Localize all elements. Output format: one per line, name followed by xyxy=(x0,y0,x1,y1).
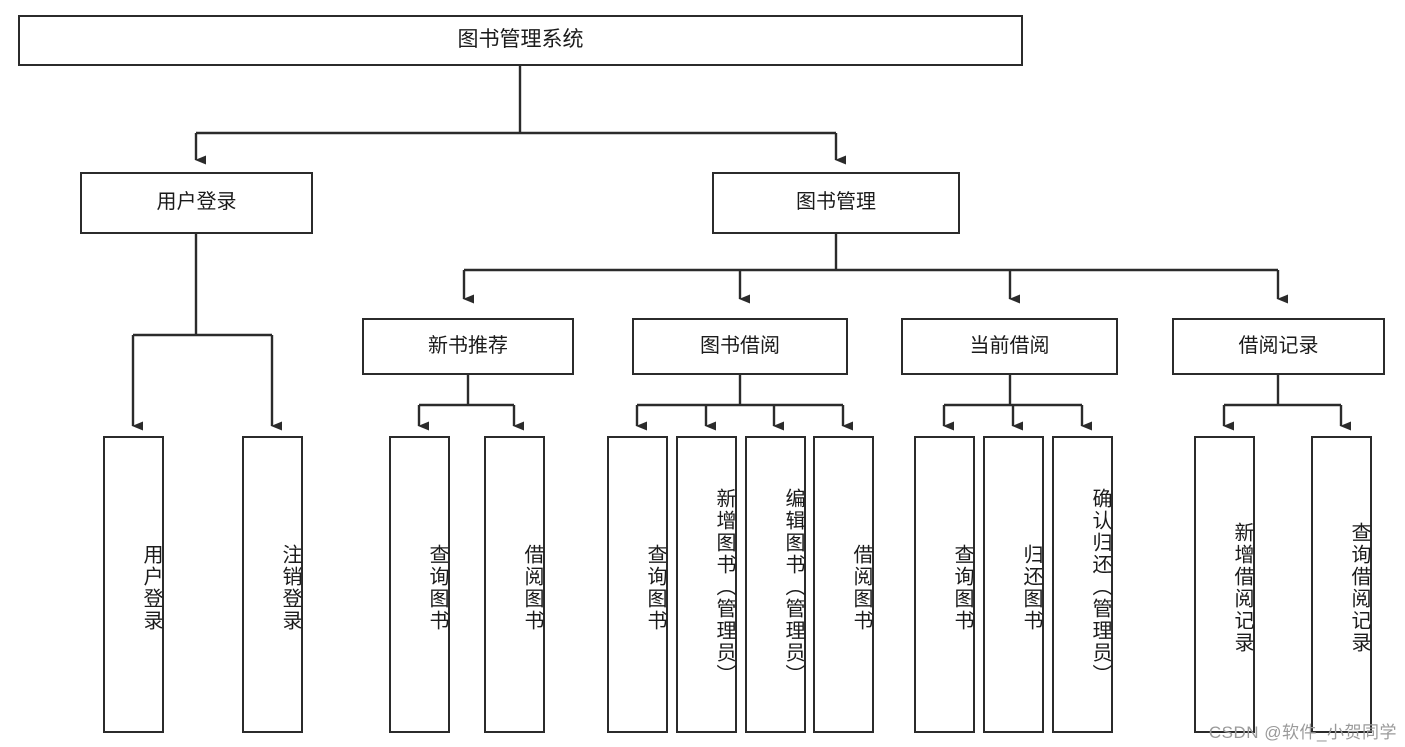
node-label: 确认归还（管理员） xyxy=(1089,487,1111,686)
node-current-borrow[interactable]: 当前借阅 xyxy=(901,318,1118,375)
node-label: 归还图书 xyxy=(1020,543,1042,632)
node-label: 注销登录 xyxy=(279,543,301,632)
node-label: 新书推荐 xyxy=(428,334,508,357)
node-label: 借阅记录 xyxy=(1238,334,1319,357)
node-label: 新增借阅记录 xyxy=(1231,521,1253,654)
leaf-query-book-current[interactable]: 查询图书 xyxy=(914,436,975,733)
node-book-borrow[interactable]: 图书借阅 xyxy=(632,318,848,375)
leaf-add-book-admin[interactable]: 新增图书（管理员） xyxy=(676,436,737,733)
node-label: 借阅图书 xyxy=(850,543,872,632)
leaf-return-book[interactable]: 归还图书 xyxy=(983,436,1044,733)
leaf-user-login[interactable]: 用户登录 xyxy=(103,436,164,733)
leaf-add-borrow-record[interactable]: 新增借阅记录 xyxy=(1194,436,1255,733)
leaf-query-book-recommend[interactable]: 查询图书 xyxy=(389,436,450,733)
node-label: 图书管理 xyxy=(796,191,876,214)
csdn-watermark: CSDN @软件_小贺同学 xyxy=(1208,723,1397,742)
leaf-edit-book-admin[interactable]: 编辑图书（管理员） xyxy=(745,436,806,733)
node-root-system[interactable]: 图书管理系统 xyxy=(18,15,1023,66)
node-label: 查询图书 xyxy=(426,543,448,632)
node-user-login[interactable]: 用户登录 xyxy=(80,172,313,234)
node-label: 图书管理系统 xyxy=(457,28,584,52)
leaf-borrow-book-recommend[interactable]: 借阅图书 xyxy=(484,436,545,733)
node-new-book-recommend[interactable]: 新书推荐 xyxy=(362,318,574,375)
node-label: 用户登录 xyxy=(156,191,237,214)
node-label: 查询借阅记录 xyxy=(1348,521,1370,654)
node-label: 查询图书 xyxy=(951,543,973,632)
leaf-user-logout[interactable]: 注销登录 xyxy=(242,436,303,733)
leaf-borrow-book[interactable]: 借阅图书 xyxy=(813,436,874,733)
leaf-query-borrow-record[interactable]: 查询借阅记录 xyxy=(1311,436,1372,733)
node-book-management[interactable]: 图书管理 xyxy=(712,172,960,234)
node-borrow-record[interactable]: 借阅记录 xyxy=(1172,318,1385,375)
node-label: 查询图书 xyxy=(644,543,666,632)
node-label: 图书借阅 xyxy=(700,334,780,357)
node-label: 编辑图书（管理员） xyxy=(782,487,804,686)
node-label: 用户登录 xyxy=(140,543,162,632)
leaf-confirm-return-admin[interactable]: 确认归还（管理员） xyxy=(1052,436,1113,733)
node-label: 新增图书（管理员） xyxy=(713,487,735,686)
node-label: 借阅图书 xyxy=(521,543,543,632)
leaf-query-book-borrow[interactable]: 查询图书 xyxy=(607,436,668,733)
node-label: 当前借阅 xyxy=(969,334,1050,357)
